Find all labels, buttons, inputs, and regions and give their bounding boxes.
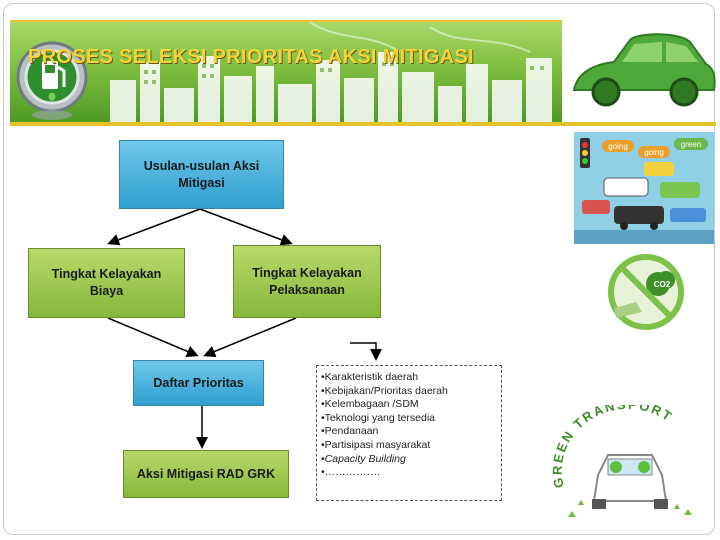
box-priority-list: Daftar Prioritas [133, 360, 264, 406]
banner-underline [10, 122, 716, 126]
criteria-item: •……………. [321, 466, 381, 479]
slide-title: PROSES SELEKSI PRIORITAS AKSI MITIGASI [28, 46, 474, 68]
going-label-1: going [608, 142, 628, 151]
box-implementation-feasibility: Tingkat Kelayakan Pelaksanaan [233, 245, 381, 318]
banner-top-line [10, 20, 562, 23]
criteria-item: •Teknologi yang tersedia [321, 411, 435, 424]
criteria-item: •Pendanaan [321, 425, 379, 438]
criteria-list: •Karakteristik daerah •Kebijakan/Priorit… [321, 371, 497, 480]
criteria-item: •Capacity Building [321, 452, 406, 465]
header-banner [10, 22, 562, 122]
green-transport-logo: GREEN TRANSPORT [550, 405, 692, 517]
criteria-box: •Karakteristik daerah •Kebijakan/Priorit… [316, 365, 502, 501]
criteria-item: •Partisipasi masyarakat [321, 438, 431, 451]
criteria-item: •Karakteristik daerah [321, 371, 419, 383]
arrow-to-cost [107, 208, 201, 246]
city-skyline-illustration [110, 22, 552, 122]
box-mitigation-proposals-label: Usulan-usulan Aksi Mitigasi [143, 158, 260, 190]
box-cost-feasibility: Tingkat Kelayakan Biaya [28, 248, 185, 318]
criteria-item: •Kelembagaan /SDM [321, 398, 419, 411]
box-priority-list-label: Daftar Prioritas [153, 375, 244, 390]
box-rad-grk-actions-label: Aksi Mitigasi RAD GRK [136, 466, 276, 481]
arrow-to-implementation [199, 208, 293, 246]
going-green-traffic-illustration: going going green [574, 132, 714, 244]
arrow-to-criteria [350, 342, 382, 361]
box-rad-grk-actions: Aksi Mitigasi RAD GRK [123, 450, 289, 498]
box-implementation-feasibility-label: Tingkat Kelayakan Pelaksanaan [252, 265, 362, 297]
co2-label: CO2 [654, 280, 671, 289]
box-mitigation-proposals: Usulan-usulan Aksi Mitigasi [119, 140, 284, 209]
no-co2-icon: CO2 [608, 254, 684, 330]
slide-frame [3, 3, 715, 535]
going-label-2: going [644, 148, 664, 157]
criteria-item: •Kebijakan/Prioritas daerah [321, 384, 448, 397]
green-car-icon [572, 33, 716, 107]
green-label: green [681, 140, 701, 149]
arrow-cost-to-priority [107, 317, 199, 358]
arrow-impl-to-priority [203, 317, 297, 358]
box-cost-feasibility-label: Tingkat Kelayakan Biaya [51, 267, 162, 298]
fuel-pump-emblem-icon [16, 41, 88, 120]
